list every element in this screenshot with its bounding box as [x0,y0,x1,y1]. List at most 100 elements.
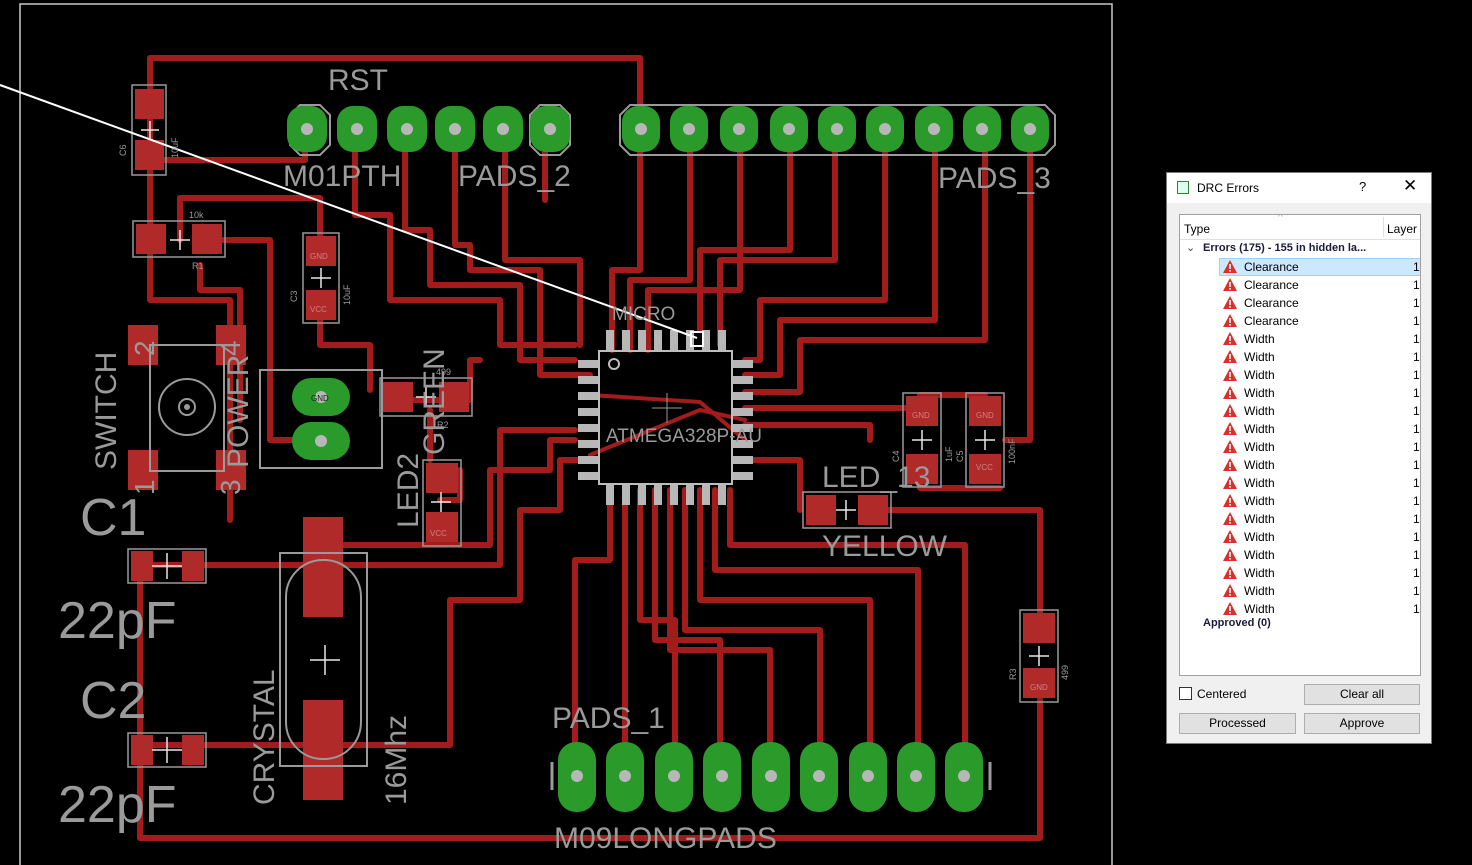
smd-parts [127,84,1059,800]
error-type: Width [1244,440,1275,454]
label-pf1: 22pF [58,592,177,650]
error-layer: 1 [1413,476,1420,490]
dialog-title: DRC Errors [1197,181,1259,195]
label-led2: LED2 [392,453,425,528]
pcb-board-canvas[interactable]: RST M01PTH PADS_2 PADS_3 MICRO ATMEGA328… [0,0,1160,865]
error-layer: 1 [1413,260,1420,274]
error-type: Width [1244,350,1275,364]
label-led13: LED_13 [822,461,930,494]
error-layer: 1 [1413,404,1420,418]
label-rst: RST [328,64,388,97]
airwire [0,84,698,339]
warning-icon [1222,331,1238,346]
label-m09: M09LONGPADS [554,822,777,855]
board-outline [19,3,1113,865]
sort-up-icon: ^ [1278,214,1283,223]
eagle-app-icon [1177,181,1189,194]
label-switch: SWITCH [90,352,123,470]
label-c3: C3 [289,290,299,302]
label-c1: C1 [80,489,146,547]
warning-icon [1222,583,1238,598]
label-c2: C2 [80,672,146,730]
warning-icon [1222,511,1238,526]
error-type: Width [1244,602,1275,616]
error-type: Width [1244,476,1275,490]
switch-part [149,344,225,472]
dialog-titlebar[interactable]: DRC Errors ? ✕ [1167,173,1431,203]
warning-icon [1222,457,1238,472]
error-layer: 1 [1413,278,1420,292]
label-c5val: 100nF [1007,438,1017,464]
error-layer: 1 [1413,440,1420,454]
error-type: Width [1244,386,1275,400]
label-c6val: 10uF [170,137,180,158]
clear-all-button[interactable]: Clear all [1304,684,1420,705]
header-top-right [619,104,1056,156]
warning-icon [1222,529,1238,544]
label-sw-4: 4 [215,340,246,356]
error-row[interactable]: Width 1 [1180,402,1420,420]
error-type: Width [1244,404,1275,418]
warning-icon [1222,493,1238,508]
label-c4: C4 [891,450,901,462]
approve-button[interactable]: Approve [1304,713,1420,734]
label-yellow: YELLOW [822,530,948,563]
label-atmega: ATMEGA328P-AU [606,426,762,447]
label-r1val: 10k [189,210,204,220]
centered-checkbox[interactable] [1179,687,1192,700]
error-type: Width [1244,512,1275,526]
label-c3val: 10uF [342,284,352,305]
column-layer[interactable]: Layer [1387,222,1418,236]
error-type: Clearance [1244,260,1299,274]
processed-button[interactable]: Processed [1179,713,1296,734]
error-row[interactable]: Width 1 [1180,474,1420,492]
error-type: Width [1244,494,1275,508]
label-pads1: PADS_1 [552,702,665,735]
warning-icon [1222,367,1238,382]
approved-group[interactable]: Approved (0) [1203,617,1271,629]
drc-errors-dialog[interactable]: DRC Errors ? ✕ Type ^ Layer ⌄ Errors (17… [1166,172,1432,744]
label-r3val: 499 [1060,665,1070,680]
error-layer: 1 [1413,602,1420,616]
label-vcc: VCC [976,463,993,472]
errors-tree[interactable]: Type ^ Layer ⌄ Errors (175) - 155 in hid… [1179,214,1421,676]
label-micro: MICRO [612,304,675,325]
error-layer: 1 [1413,422,1420,436]
part-origins [141,121,1049,763]
label-r3: R3 [1008,668,1018,680]
error-type: Clearance [1244,296,1299,310]
close-button[interactable]: ✕ [1403,176,1418,195]
errors-group[interactable]: ⌄ Errors (175) - 155 in hidden la... [1180,240,1420,258]
error-type: Width [1244,566,1275,580]
label-crystal: CRYSTAL [248,669,281,805]
error-type: Clearance [1244,314,1299,328]
warning-icon [1222,349,1238,364]
tree-header: Type ^ Layer [1180,215,1420,240]
chevron-down-icon[interactable]: ⌄ [1186,242,1196,254]
error-row[interactable]: Width 1 [1180,600,1420,618]
column-type[interactable]: Type [1184,222,1211,236]
column-separator[interactable] [1383,217,1384,237]
label-c6: C6 [118,144,128,156]
traces [137,55,1043,841]
error-row[interactable]: Clearance 1 [1180,258,1420,276]
help-button[interactable]: ? [1359,179,1367,194]
error-row[interactable]: Width 1 [1180,438,1420,456]
error-type: Width [1244,530,1275,544]
error-layer: 1 [1413,368,1420,382]
